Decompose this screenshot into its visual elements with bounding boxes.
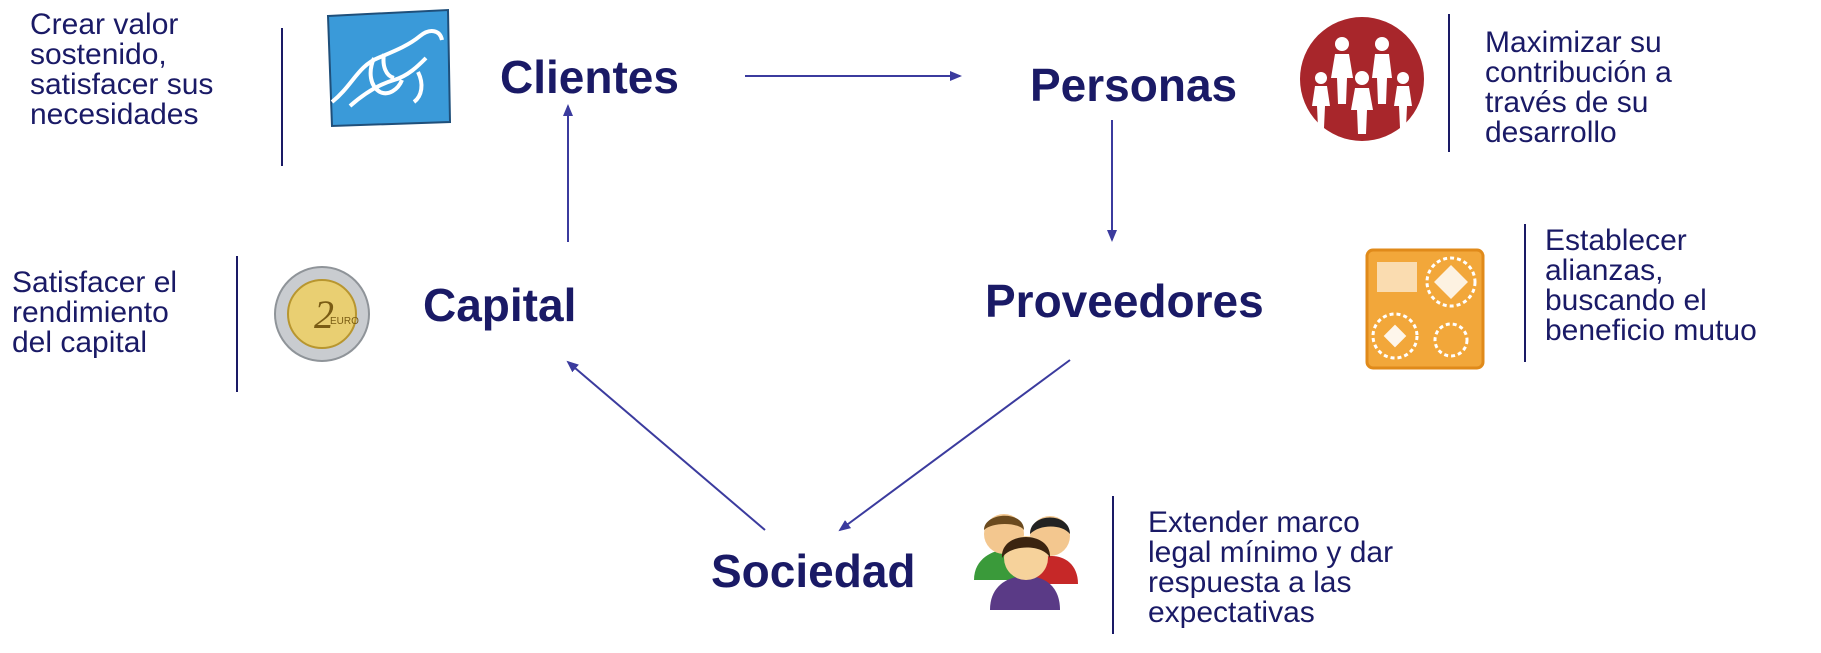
description-line: del capital (12, 326, 148, 359)
people-icon (1297, 14, 1427, 144)
description-line: Crear valor (30, 8, 179, 41)
personas-description: Maximizar su contribución a través de su… (1485, 28, 1672, 148)
description-line: Satisfacer el (12, 266, 178, 299)
arrow-sociedad-to-capital (566, 360, 766, 531)
description-line: través de su (1485, 86, 1649, 119)
description-line: contribución a (1485, 56, 1672, 89)
clientes-label: Clientes (500, 51, 679, 103)
description-line: desarrollo (1485, 116, 1617, 149)
description-line: necesidades (30, 98, 199, 131)
description-line: sostenido, (30, 38, 167, 71)
capital-description: Satisfacer el rendimiento del capital (12, 268, 177, 358)
description-line: Maximizar su (1485, 26, 1662, 59)
description-line: Establecer (1545, 224, 1687, 257)
capital-divider (236, 256, 238, 392)
personas-label: Personas (1030, 59, 1238, 111)
proveedores-divider (1524, 224, 1526, 362)
description-line: legal mínimo y dar (1148, 536, 1394, 569)
description-line: buscando el (1545, 284, 1707, 317)
proveedores-label: Proveedores (985, 275, 1264, 327)
sociedad-label: Sociedad (711, 545, 916, 597)
gears-icon (1365, 248, 1485, 370)
sociedad-divider (1112, 496, 1114, 634)
capital-label: Capital (423, 279, 577, 331)
description-line: respuesta a las (1148, 566, 1352, 599)
description-line: rendimiento (12, 296, 169, 329)
arrow-proveedores-to-sociedad (838, 359, 1071, 532)
clientes-description: Crear valor sostenido, satisfacer sus ne… (30, 10, 213, 130)
description-line: Extender marco (1148, 506, 1360, 539)
coin-icon: 2 EURO (272, 264, 372, 364)
sociedad-description: Extender marco legal mínimo y dar respue… (1148, 508, 1393, 628)
description-line: expectativas (1148, 596, 1315, 629)
description-line: beneficio mutuo (1545, 314, 1757, 347)
clientes-divider (281, 28, 283, 166)
coin-number: 2 (314, 292, 334, 337)
description-line: alianzas, (1545, 254, 1664, 287)
group-icon (970, 500, 1080, 612)
description-line: satisfacer sus (30, 68, 214, 101)
handshake-icon (322, 6, 454, 128)
coin-subtext: EURO (330, 316, 359, 327)
personas-divider (1448, 14, 1450, 152)
proveedores-description: Establecer alianzas, buscando el benefic… (1545, 226, 1757, 346)
